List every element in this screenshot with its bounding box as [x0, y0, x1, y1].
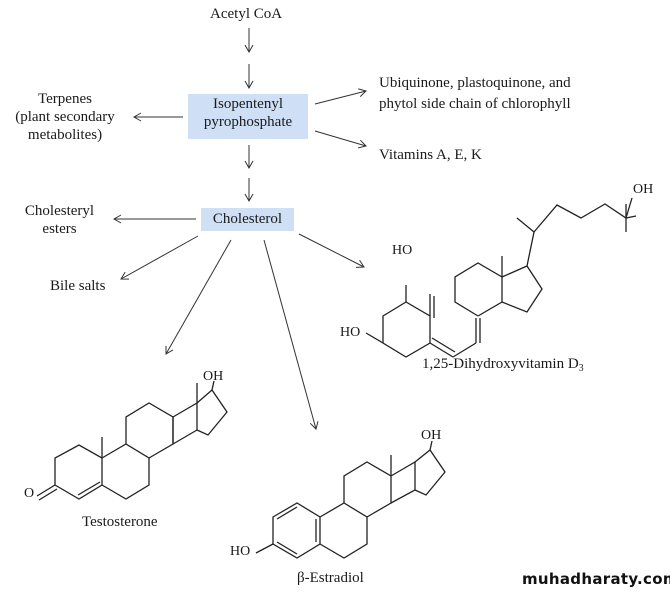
vitamin-d3-structure — [365, 197, 637, 358]
vitamin-d3-ho-top: HO — [392, 243, 413, 258]
arrow-to-vitamins — [314, 130, 367, 149]
vitamin-d3-name: 1,25-Dihydroxyvitamin D — [422, 356, 579, 372]
arrow-to-vitd — [298, 233, 365, 268]
ipp-line-2: pyrophosphate — [203, 114, 293, 130]
node-vitamin-d3: 1,25-Dihydroxyvitamin D3 — [422, 355, 584, 378]
vitamin-d3-oh: OH — [633, 182, 654, 197]
node-acetyl-coa: Acetyl CoA — [210, 6, 283, 22]
node-isopentenyl-pyrophosphate: Isopentenyl pyrophosphate — [188, 94, 308, 139]
ubiquinone-line-2: phytol side chain of chlorophyll — [379, 96, 571, 112]
watermark: muhadharaty.com — [522, 570, 670, 588]
node-estradiol: β-Estradiol — [297, 570, 364, 586]
vitamin-d3-ho-bottom: HO — [340, 325, 361, 340]
node-bile-salts: Bile salts — [50, 278, 106, 294]
ubiquinone-line-1: Ubiquinone, plastoquinone, and — [379, 75, 571, 91]
node-ubiquinone: Ubiquinone, plastoquinone, and phytol si… — [379, 73, 571, 115]
arrow-to-bile — [120, 235, 199, 280]
testosterone-oh: OH — [203, 369, 224, 384]
node-cholesteryl-esters: Cholesteryl esters — [12, 202, 107, 238]
ipp-line-1: Isopentenyl — [213, 96, 283, 112]
node-terpenes: Terpenes (plant secondary metabolites) — [0, 90, 130, 144]
terpenes-line-2: (plant secondary — [15, 109, 115, 125]
node-testosterone: Testosterone — [82, 514, 158, 530]
vitamin-d3-subscript: 3 — [578, 363, 584, 374]
estradiol-structure — [255, 440, 446, 559]
cholesteryl-line-2: esters — [42, 221, 77, 237]
node-cholesterol: Cholesterol — [201, 208, 294, 231]
arrow-to-testosterone — [165, 239, 232, 355]
arrow-to-estradiol — [263, 239, 319, 430]
terpenes-line-3: metabolites) — [27, 127, 103, 143]
estradiol-oh: OH — [421, 428, 442, 443]
cholesteryl-line-1: Cholesteryl — [24, 203, 95, 219]
arrow-to-ubiquinone — [314, 88, 367, 105]
testosterone-structure — [36, 380, 228, 501]
testosterone-ketone-o: O — [24, 486, 35, 501]
node-vitamins-aek: Vitamins A, E, K — [379, 147, 482, 163]
estradiol-ho: HO — [230, 544, 251, 559]
terpenes-line-1: Terpenes — [38, 91, 92, 107]
